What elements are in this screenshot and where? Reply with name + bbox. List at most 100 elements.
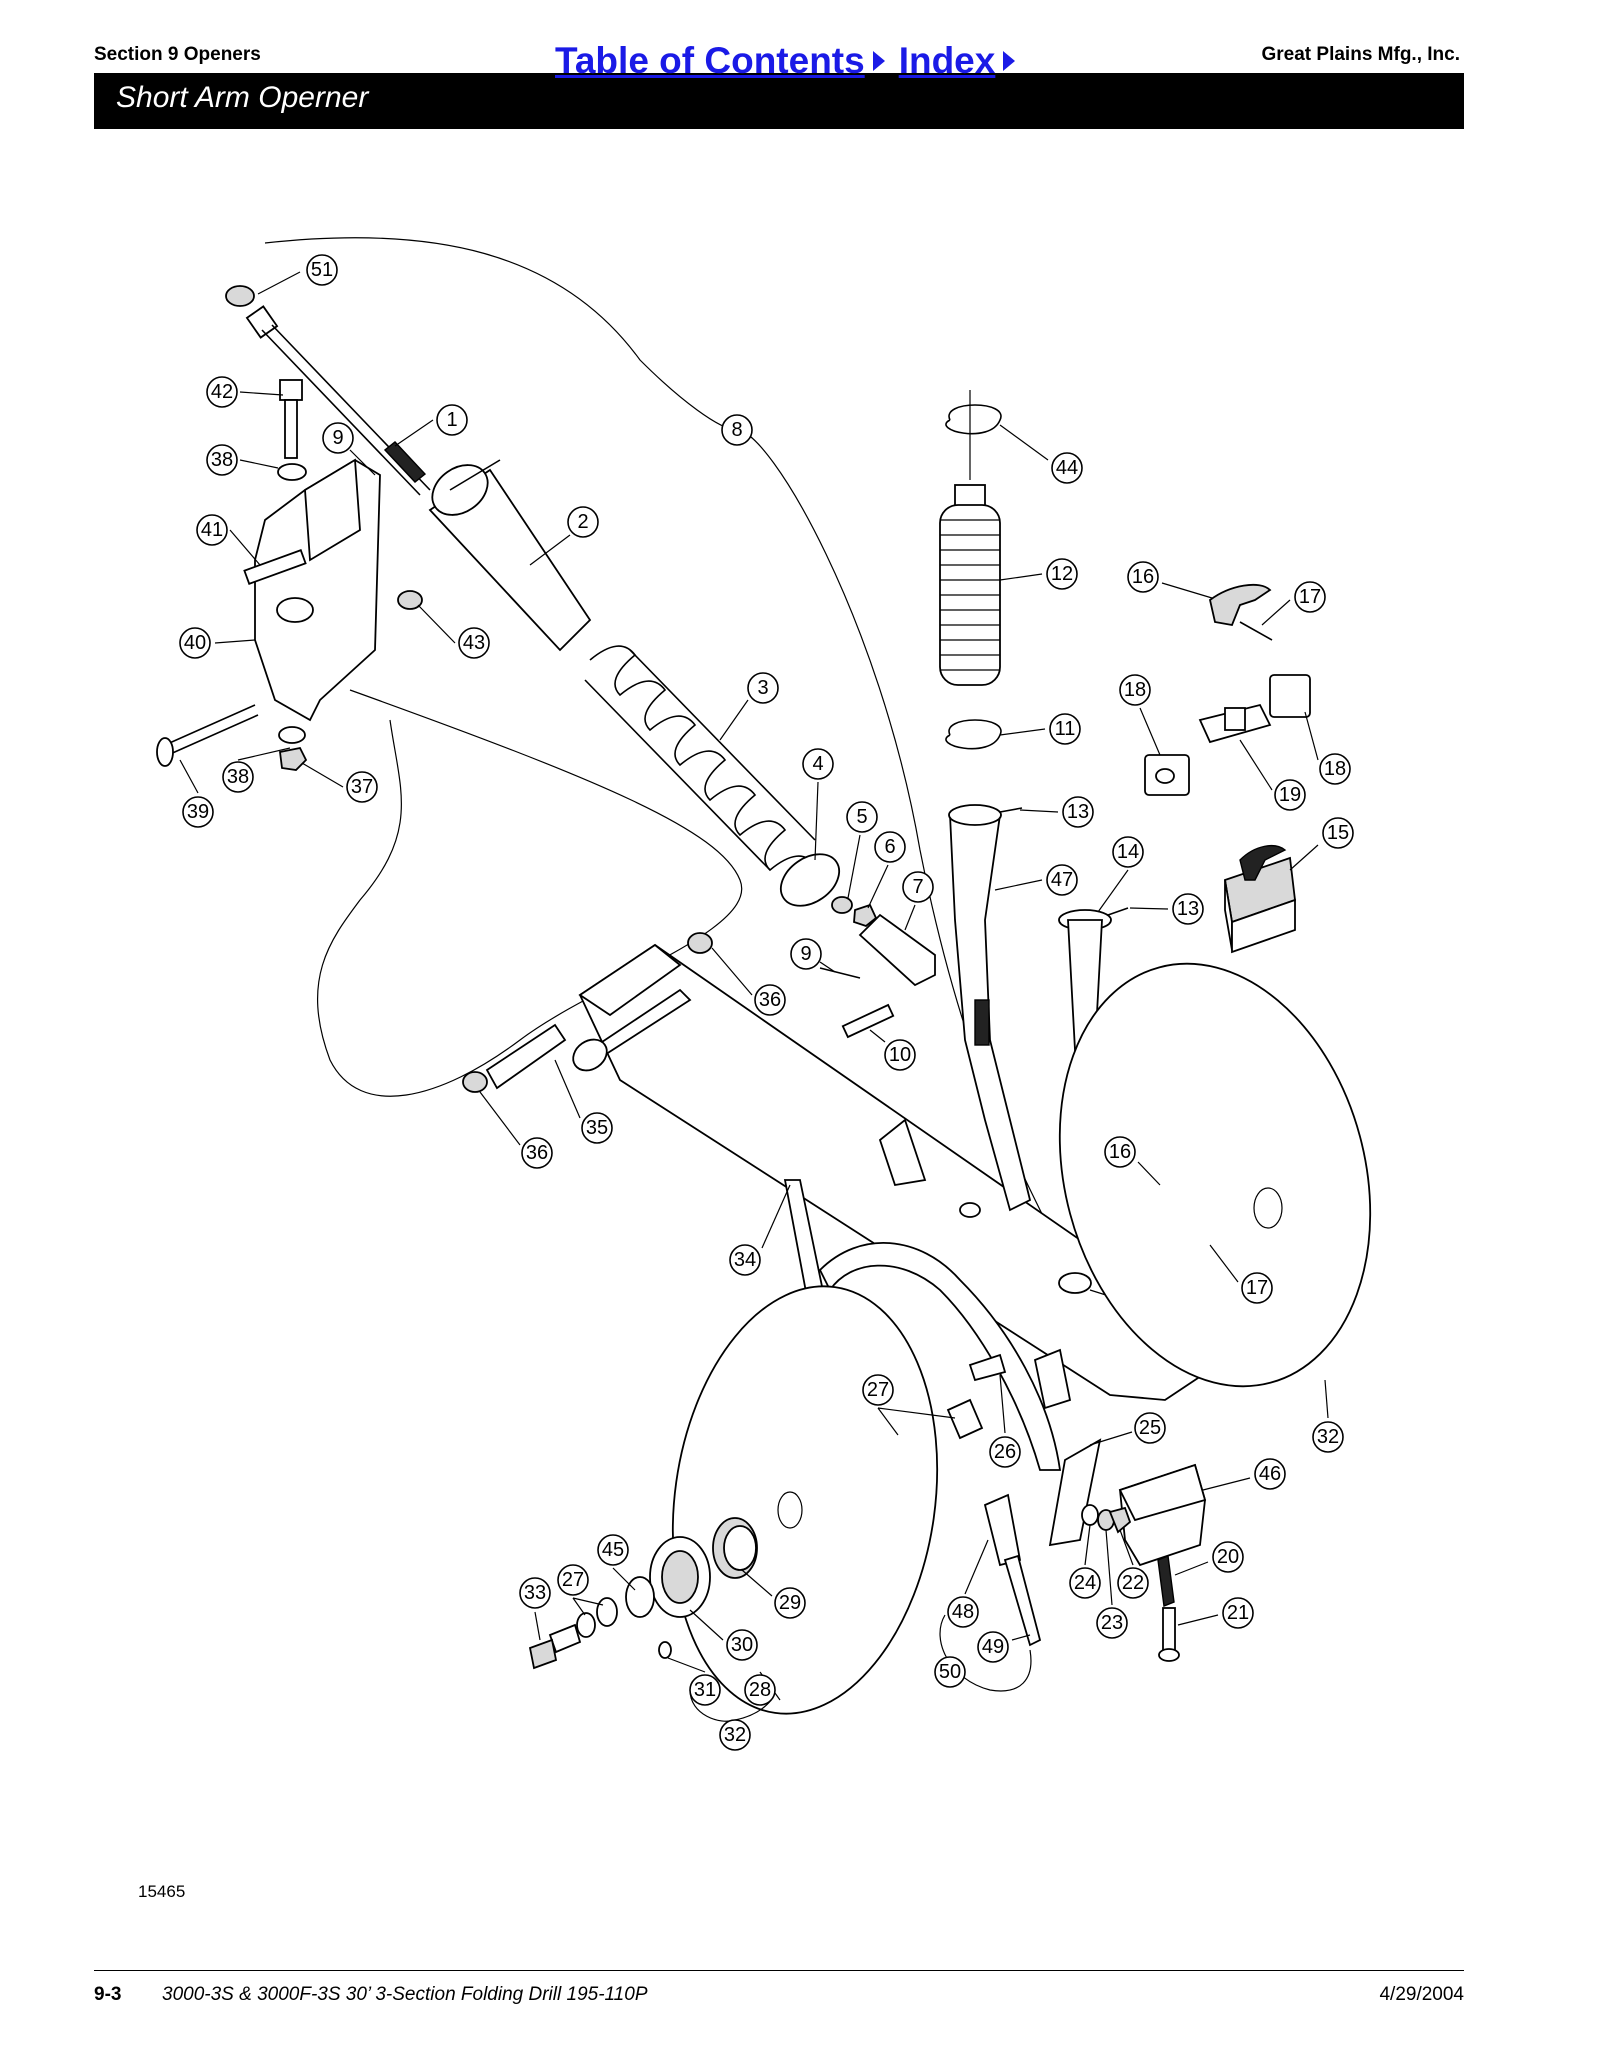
callout-number: 8 [731,419,742,441]
washer-38 [277,463,307,481]
callout-11: 11 [1049,713,1081,745]
spacer-27 [946,1398,984,1440]
callout-number: 20 [1217,1546,1239,1568]
callout-circle [1117,1567,1149,1599]
callout-number: 32 [724,1724,746,1746]
bolt-39-shank [167,714,259,756]
callout-circle [196,514,228,546]
spring-20 [1157,1555,1175,1607]
bushing-36b [462,1071,488,1093]
callout-3: 3 [747,672,779,704]
callout-circle [729,1244,761,1276]
assembly-boundary-line [316,689,743,1097]
closing-assembly-latch [1239,844,1287,881]
pin-41 [243,549,307,585]
spring-plate-4 [780,853,840,907]
callout-43: 43 [458,627,490,659]
callout-39: 39 [182,796,214,828]
callout-4: 4 [802,748,834,780]
long-rod [261,329,421,496]
callout-circle [884,1039,916,1071]
callout-38: 38 [222,761,254,793]
callout-circle [306,254,338,286]
callout-circle [222,761,254,793]
callout-circle [182,796,214,828]
arm-hole [1058,1272,1092,1294]
scraper-48 [983,1493,1022,1567]
callout-5: 5 [846,801,878,833]
callout-51: 51 [306,254,338,286]
index-link[interactable]: Index [899,40,1016,82]
footer-divider [94,1970,1464,1971]
page-number: 9-3 [94,1984,122,2005]
callout-31: 31 [689,1674,721,1706]
callout-number: 49 [982,1636,1004,1658]
callout-number: 36 [526,1142,548,1164]
callout-number: 32 [1317,1426,1339,1448]
callout-49: 49 [977,1631,1009,1663]
callout-circle [934,1656,966,1688]
callout-24: 24 [1069,1567,1101,1599]
callout-number: 37 [351,776,373,798]
rod-thread [383,441,427,483]
diagram-artwork [156,237,1372,1722]
callout-number: 6 [884,836,895,858]
callout-number: 39 [187,801,209,823]
nut-37 [279,746,308,771]
callout-36: 36 [754,984,786,1016]
callout-number: 22 [1122,1572,1144,1594]
callout-34: 34 [729,1244,761,1276]
callout-16: 16 [1127,561,1159,593]
callout-circle [1046,558,1078,590]
callout-40: 40 [179,627,211,659]
arm-tube-end [572,1038,608,1072]
callout-circle [1051,452,1083,484]
callout-number: 11 [1055,718,1076,740]
callout-29: 29 [774,1587,806,1619]
cotter-pin-9 [819,967,861,979]
callout-20: 20 [1212,1541,1244,1573]
callout-circle [581,1112,613,1144]
bracket-hole [276,597,314,623]
washer-27b [596,1597,618,1627]
callout-circle [989,1436,1021,1468]
callout-number: 2 [577,511,588,533]
bolt-head [245,305,279,339]
callout-number: 36 [759,989,781,1011]
callout-circle [902,871,934,903]
bellows-12 [939,504,1001,686]
callout-9: 9 [790,938,822,970]
callout-number: 27 [562,1569,584,1591]
callout-circle [1222,1597,1254,1629]
table-of-contents-link[interactable]: Table of Contents [555,40,885,82]
callout-circle [947,1596,979,1628]
callout-15: 15 [1322,817,1354,849]
callout-circle [1319,753,1351,785]
washer-5 [831,896,853,914]
callout-18: 18 [1119,674,1151,706]
callout-number: 43 [463,632,485,654]
bolt-39-head [156,737,174,767]
callout-number: 14 [1117,841,1139,863]
screw-13 [999,807,1023,813]
hub-29-inner [723,1525,757,1571]
nut-22 [1108,1506,1132,1534]
triangle-right-icon [1003,51,1016,71]
arm-hole [959,1202,981,1218]
title-bar: Short Arm Operner [94,73,1464,129]
callout-number: 33 [524,1582,546,1604]
callout-circle [689,1674,721,1706]
callout-number: 41 [201,519,223,541]
callout-circle [744,1674,776,1706]
callout-42: 42 [206,376,238,408]
callout-circle [458,627,490,659]
callout-37: 37 [346,771,378,803]
bearing-30-center [661,1550,699,1604]
callout-number: 9 [332,427,343,449]
tube-collar [431,464,489,516]
callout-27: 27 [557,1564,589,1596]
callout-circle [1112,836,1144,868]
callout-number: 21 [1227,1602,1249,1624]
callout-7: 7 [902,871,934,903]
